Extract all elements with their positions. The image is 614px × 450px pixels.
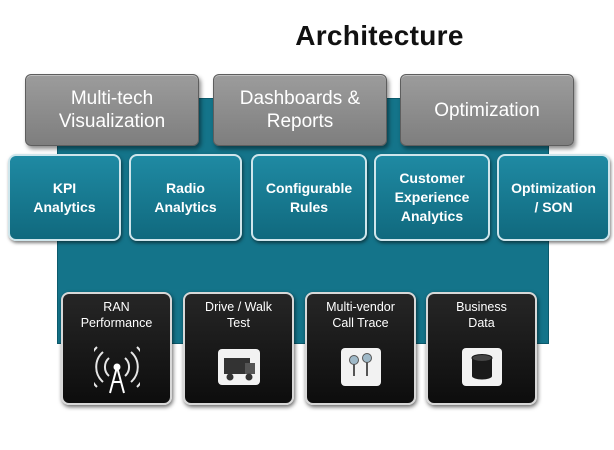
box-dashboards-reports: Dashboards & Reports xyxy=(213,74,387,146)
box-multi-vendor-call-trace: Multi-vendor Call Trace xyxy=(305,292,416,405)
box-configurable-rules: Configurable Rules xyxy=(251,154,367,241)
box-business-data: Business Data xyxy=(426,292,537,405)
diagram-title: Architecture xyxy=(295,20,464,51)
drive-walk-test-label: Drive / Walk Test xyxy=(205,300,272,330)
ran-performance-label: RAN Performance xyxy=(80,300,153,330)
box-multi-tech-visualization: Multi-tech Visualization xyxy=(25,74,199,146)
box-customer-experience-analytics: Customer Experience Analytics xyxy=(374,154,490,241)
truck-icon xyxy=(215,346,263,393)
box-kpi-analytics: KPI Analytics xyxy=(8,154,121,241)
business-data-label: Business Data xyxy=(456,300,507,330)
trace-nodes-icon xyxy=(338,346,384,393)
box-optimization-son: Optimization / SON xyxy=(497,154,610,241)
box-optimization: Optimization xyxy=(400,74,574,146)
call-trace-label: Multi-vendor Call Trace xyxy=(326,300,395,330)
box-radio-analytics: Radio Analytics xyxy=(129,154,242,241)
box-drive-walk-test: Drive / Walk Test xyxy=(183,292,294,405)
box-ran-performance: RAN Performance xyxy=(61,292,172,405)
database-icon xyxy=(460,346,504,393)
antenna-icon xyxy=(87,346,146,399)
